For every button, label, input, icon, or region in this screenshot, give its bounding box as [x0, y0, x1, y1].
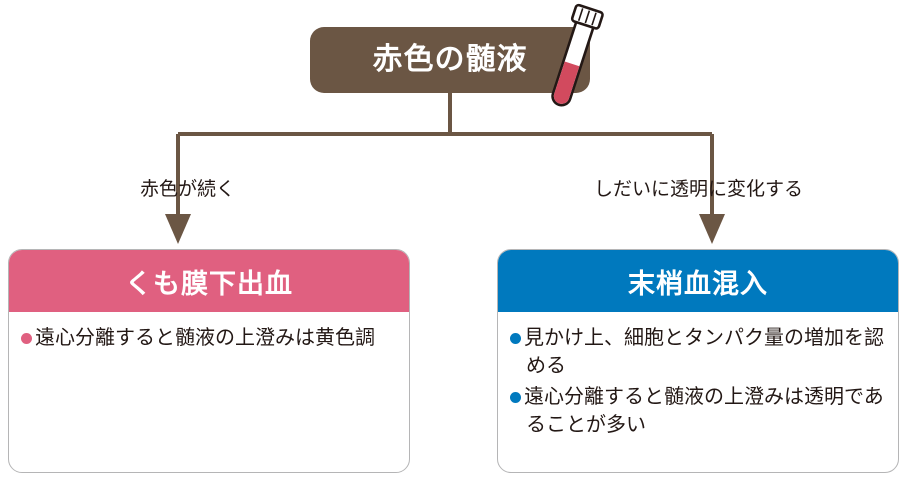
list-item: 遠心分離すると髄液の上澄みは黄色調: [21, 324, 397, 352]
outcome-card-title: 末梢血混入: [628, 268, 768, 299]
outcome-card-body: 遠心分離すると髄液の上澄みは黄色調: [9, 312, 409, 352]
outcome-card-title: くも膜下出血: [125, 268, 293, 299]
outcome-card-peripheral-blood-contamination: 末梢血混入 見かけ上、細胞とタンパク量の増加を認める 遠心分離すると髄液の上澄み…: [497, 249, 899, 473]
root-node: 赤色の髄液: [310, 27, 590, 93]
branch-label-left: 赤色が続く: [140, 179, 236, 200]
outcome-card-header: くも膜下出血: [9, 250, 409, 312]
bullet-dot-icon: [510, 391, 521, 403]
list-item: 見かけ上、細胞とタンパク量の増加を認める: [510, 324, 886, 381]
branch-label-right: しだいに透明に変化する: [594, 179, 804, 200]
list-item: 遠心分離すると髄液の上澄みは透明であることが多い: [510, 383, 886, 440]
blood-test-tube-icon: [551, 3, 604, 107]
outcome-card-subarachnoid-hemorrhage: くも膜下出血 遠心分離すると髄液の上澄みは黄色調: [8, 249, 410, 473]
root-node-label: 赤色の髄液: [372, 43, 528, 76]
list-item-text: 見かけ上、細胞とタンパク量の増加を認める: [524, 327, 884, 378]
bullet-dot-icon: [21, 333, 32, 344]
list-item-text: 遠心分離すると髄液の上澄みは黄色調: [35, 327, 375, 349]
outcome-card-body: 見かけ上、細胞とタンパク量の増加を認める 遠心分離すると髄液の上澄みは透明である…: [498, 312, 898, 440]
outcome-card-header: 末梢血混入: [498, 250, 898, 312]
bullet-dot-icon: [510, 333, 521, 344]
list-item-text: 遠心分離すると髄液の上澄みは透明であることが多い: [524, 385, 884, 437]
